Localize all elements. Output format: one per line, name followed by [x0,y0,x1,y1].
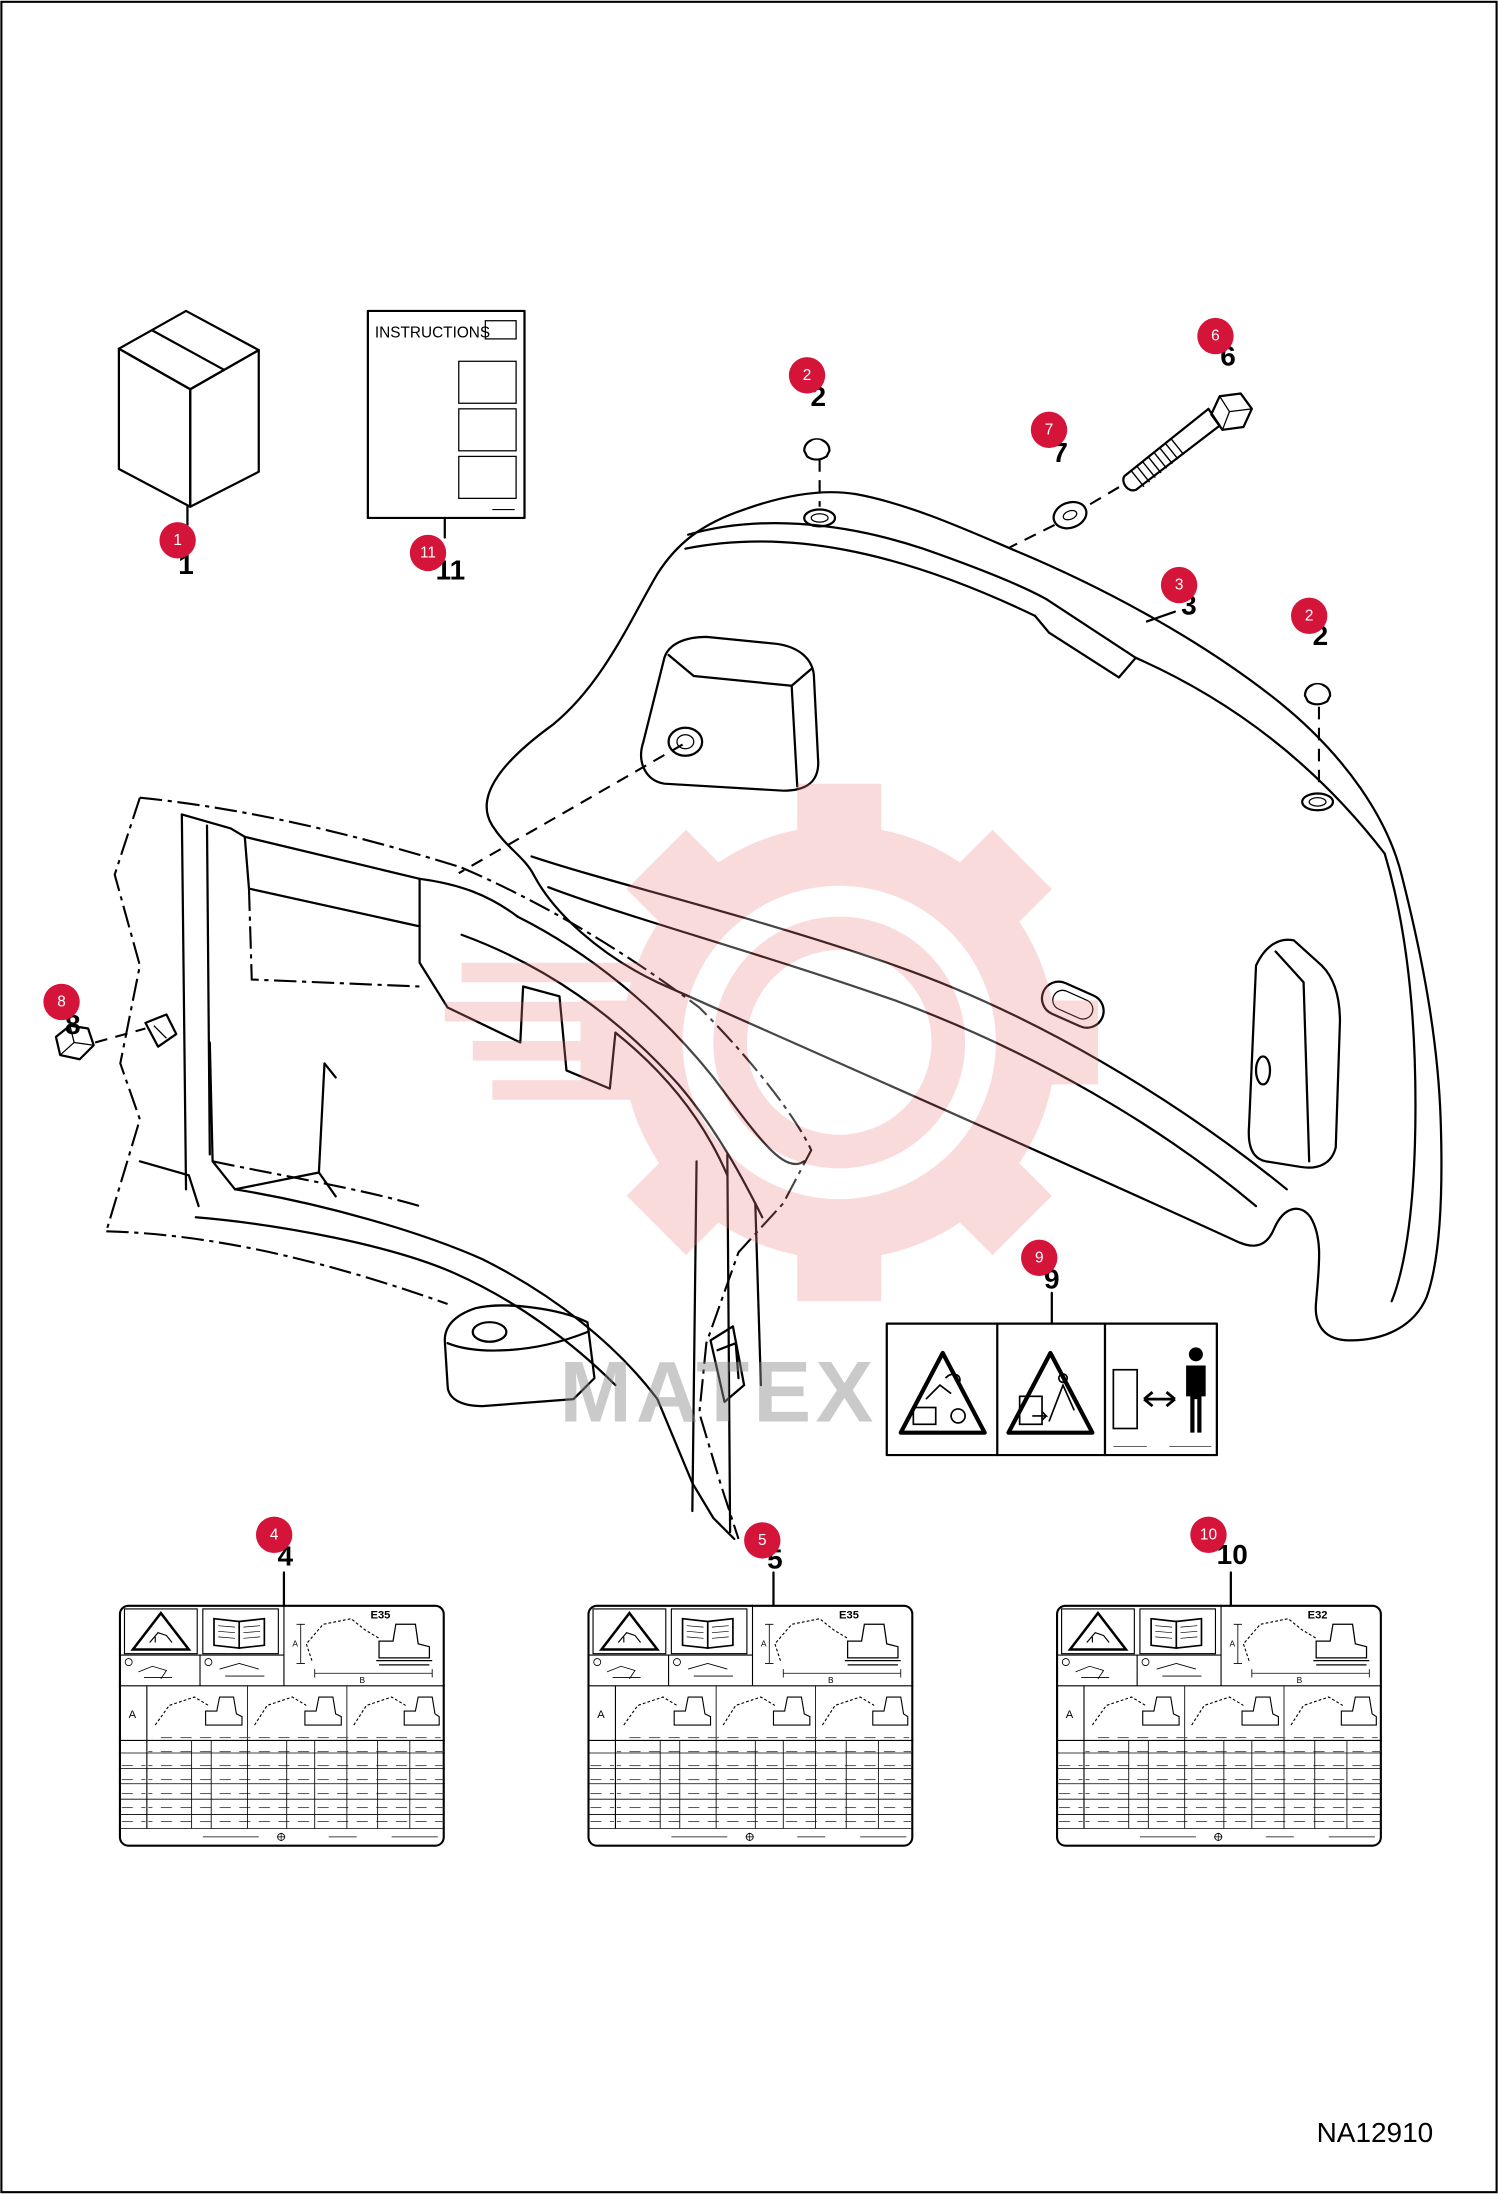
watermark-text: MATEX [559,1344,877,1440]
decal-dim-a: A [1229,1639,1235,1649]
callout-badge-label: 1 [173,532,182,549]
part-10-load-chart-decal: E32 A B A [1054,1603,1384,1847]
callout-badge [1160,566,1198,604]
callout-part-5: 5 5 [744,1522,783,1574]
machine-frame-phantom [105,796,813,1541]
decal-row-label: A [129,1709,137,1721]
callout-part-9: 9 9 [1021,1239,1060,1295]
callout-badge-label: 2 [803,367,812,384]
part-9-safety-decal [885,1291,1218,1457]
entanglement-warning-triangle-icon [1006,1350,1095,1435]
decal-dim-a: A [292,1639,298,1649]
callout-badge [1030,411,1068,449]
callout-part-4: 4 4 [255,1516,294,1572]
part-6-bolt [1122,392,1253,492]
decal-model: E35 [370,1610,390,1622]
drawing-number: NA12910 [1317,2117,1434,2148]
decal-dim-a: A [761,1639,767,1649]
callout-badge-label: 5 [758,1532,767,1549]
callout-badge [43,983,80,1021]
callout-badge-label: 11 [420,544,436,561]
callout-badge-label: 9 [1035,1249,1044,1266]
part-2-plug-right [1303,682,1332,706]
callout-badge-label: 7 [1045,421,1054,438]
part-2-plug-top [803,438,831,461]
callout-badge-label: 6 [1211,328,1220,345]
decal-dim-b: B [359,1675,365,1685]
crush-warning-triangle-icon [898,1350,987,1435]
decal-row-label: A [597,1709,605,1721]
decal-row-label: A [1066,1709,1074,1721]
callout-part-11: 11 11 [409,534,465,585]
callout-part-6: 6 6 [1197,317,1236,371]
callout-badge-label: 4 [270,1526,279,1543]
callout-part-7: 7 7 [1030,411,1068,468]
keep-distance-arrow-icon [1143,1391,1176,1408]
decal-model: E35 [839,1610,859,1622]
callout-part-1: 1 1 [159,522,196,580]
part-7-washer [1052,500,1088,530]
counterweight-slot [1040,980,1105,1029]
callout-badge [1021,1239,1058,1277]
callout-part-10: 10 10 [1190,1516,1248,1570]
callout-badge-label: 2 [1305,607,1314,624]
part-5-load-chart-decal: E35 A B A [586,1603,915,1847]
callouts: 1 1 11 11 2 2 6 6 7 7 3 3 [43,317,1328,1574]
callout-badge [744,1522,781,1559]
callout-part-8: 8 8 [43,983,81,1040]
callout-badge-label: 10 [1200,1526,1217,1543]
machine-outline-icon [1112,1368,1138,1430]
callout-badge [1190,1516,1227,1553]
part-1-box [117,309,260,527]
person-icon [1186,1347,1206,1433]
callout-badge [159,522,196,559]
part-8-nut [54,1024,95,1061]
part-11-instructions-sheet: INSTRUCTIONS [366,309,526,539]
callout-badge [255,1516,293,1553]
plug-hole-top [803,508,837,528]
plug-hole-right [1301,792,1335,812]
callout-part-3: 3 3 [1160,566,1198,620]
counterweight-left-pad [640,635,820,792]
part-4-load-chart-decal: E35 A B A [117,1603,447,1847]
counterweight-right-pad [1247,938,1342,1169]
callout-badge [409,534,447,572]
callout-badge [788,357,826,394]
decal-dim-b: B [828,1675,834,1685]
instructions-title: INSTRUCTIONS [375,325,490,342]
callout-part-2-right: 2 2 [1290,597,1328,651]
callout-badge-label: 3 [1175,577,1184,594]
part-3-counterweight [485,491,1443,1342]
decal-dim-b: B [1297,1675,1303,1685]
assembly-lines [94,459,1321,1044]
callout-badge-label: 8 [57,993,66,1010]
decal-model: E32 [1308,1610,1328,1622]
callout-badge [1197,317,1234,355]
watermark-gear [444,783,1098,1302]
callout-badge [1290,597,1328,635]
callout-part-2-top: 2 2 [788,357,826,412]
